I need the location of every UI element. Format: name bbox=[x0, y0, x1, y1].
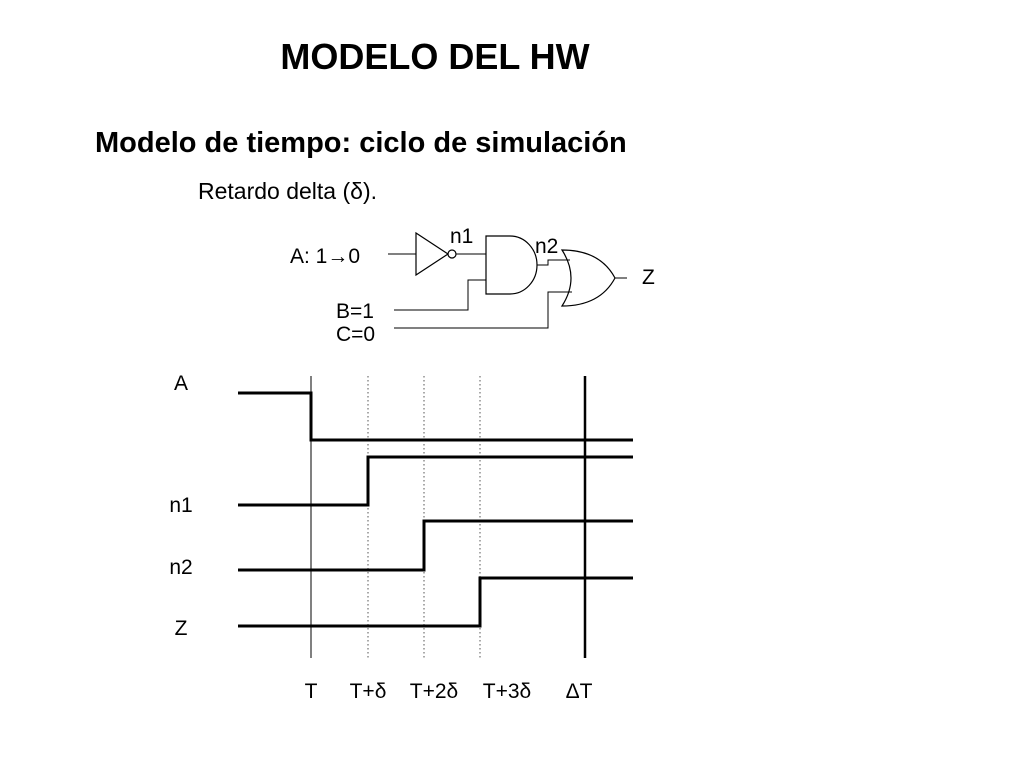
label-input-a: A: 1→0 bbox=[290, 245, 360, 268]
not-bubble bbox=[447, 249, 457, 259]
or-gate bbox=[560, 249, 616, 307]
signal-label-n1: n1 bbox=[169, 494, 192, 517]
signal-label-n2: n2 bbox=[169, 556, 192, 579]
time-label-t-3delta: T+3δ bbox=[483, 680, 531, 703]
label-node-n1: n1 bbox=[450, 225, 473, 248]
wire-n2 bbox=[537, 259, 570, 266]
time-label-t-2delta: T+2δ bbox=[410, 680, 458, 703]
waveform-z bbox=[238, 576, 633, 628]
label-output-z: Z bbox=[642, 266, 655, 289]
page-title: MODELO DEL HW bbox=[280, 36, 590, 77]
signal-label-z: Z bbox=[175, 617, 188, 640]
signal-label-a: A bbox=[174, 372, 188, 395]
and-gate bbox=[485, 235, 538, 295]
wire-b bbox=[394, 279, 486, 311]
label-input-c: C=0 bbox=[336, 323, 375, 346]
time-label-t: T bbox=[305, 680, 318, 703]
time-label-delta-t: ΔT bbox=[566, 680, 593, 703]
circuit-schematic bbox=[388, 231, 627, 329]
timing-diagram: A n1 n2 Z T T+δ T+2δ T+3δ ΔT bbox=[169, 372, 633, 703]
wire-c bbox=[394, 291, 572, 329]
not-gate bbox=[415, 231, 450, 277]
waveform-n1 bbox=[238, 455, 633, 507]
waveform-n2 bbox=[238, 519, 633, 572]
section-subtitle: Modelo de tiempo: ciclo de simulación bbox=[95, 127, 627, 159]
caption: Retardo delta (δ). bbox=[198, 178, 377, 204]
label-node-n2: n2 bbox=[535, 235, 558, 258]
time-label-t-delta: T+δ bbox=[350, 680, 387, 703]
waveform-a bbox=[238, 391, 633, 442]
label-input-b: B=1 bbox=[336, 300, 374, 323]
